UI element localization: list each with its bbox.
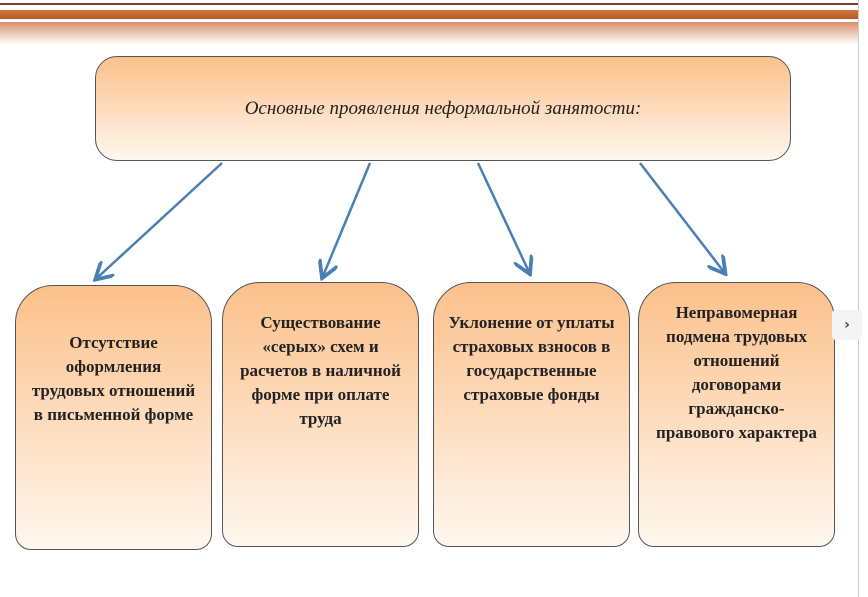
header-stripe — [0, 3, 858, 5]
title-box: Основные проявления неформальной занятос… — [95, 56, 791, 161]
arrow-2 — [323, 162, 372, 276]
item-box-4: Неправомерная подмена трудовых отношений… — [638, 282, 835, 547]
item-box-3: Уклонение от уплаты страховых взносов в … — [433, 282, 630, 547]
arrow-1 — [97, 162, 223, 278]
item-box-2: Существование «серых» схем и расчетов в … — [222, 282, 419, 547]
chevron-right-icon[interactable]: › — [832, 310, 862, 340]
header-gradient — [0, 22, 858, 44]
arrow-4 — [639, 162, 724, 272]
item-box-1: Отсутствие оформления трудовых отношений… — [15, 285, 212, 550]
header-stripe — [0, 10, 858, 19]
arrow-3 — [476, 162, 529, 272]
